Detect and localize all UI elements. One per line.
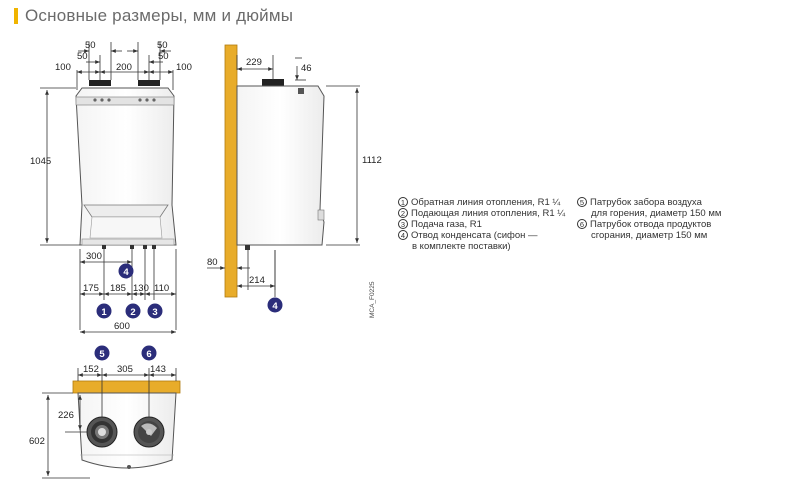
dim-front-bottom-110: 110	[154, 283, 169, 294]
dim-top-152: 152	[83, 364, 99, 375]
dim-top-depth-226: 226	[58, 410, 74, 421]
dim-front-top-100-right: 100	[176, 62, 192, 73]
side-top-pipe	[262, 79, 284, 86]
drawing-code: MCA_F0225	[369, 281, 376, 318]
legend-text-6a: Патрубок отвода продуктов	[590, 219, 712, 230]
front-top-pipe-left	[89, 80, 111, 86]
dim-front-top-50-b: 50	[77, 51, 88, 62]
dim-side-wall-offset: 80	[207, 257, 218, 268]
dim-side-bottom-depth: 214	[249, 275, 265, 286]
legend-item-6: 6 Патрубок отвода продуктов	[577, 219, 721, 230]
legend-item-4: 4 Отвод конденсата (сифон —	[398, 230, 565, 241]
legend-right: 5 Патрубок забора воздуха для горения, д…	[577, 197, 721, 241]
legend-item-5: 5 Патрубок забора воздуха	[577, 197, 721, 208]
dim-front-bottom-175: 175	[83, 283, 99, 294]
dim-front-bottom-300: 300	[86, 251, 102, 262]
svg-text:1: 1	[101, 307, 107, 318]
dim-front-height: 1045	[30, 156, 51, 167]
dim-front-top-50-c: 50	[157, 40, 168, 51]
legend-num-1: 1	[398, 197, 408, 207]
legend-left: 1 Обратная линия отопления, R1 ¼ 2 Подаю…	[398, 197, 565, 252]
legend-num-2: 2	[398, 208, 408, 218]
svg-text:3: 3	[152, 307, 157, 318]
dim-front-bottom-185: 185	[110, 283, 126, 294]
side-boiler-body	[236, 85, 325, 246]
svg-text:4: 4	[123, 267, 129, 278]
dim-top-total-602: 602	[29, 436, 45, 447]
front-marker-2: 2	[125, 303, 141, 319]
front-marker-1: 1	[96, 303, 112, 319]
top-marker-5: 5	[94, 345, 110, 361]
legend-item-1: 1 Обратная линия отопления, R1 ¼	[398, 197, 565, 208]
legend-text-3: Подача газа, R1	[411, 219, 482, 230]
top-view: 152 305 143 226 602 5 6	[29, 345, 181, 479]
svg-text:6: 6	[146, 349, 151, 360]
front-top-pipe-right	[138, 80, 160, 86]
svg-text:4: 4	[272, 301, 278, 312]
legend-text-4a: Отвод конденсата (сифон —	[411, 230, 538, 241]
side-view: 229 46 1112 80 214 4	[207, 44, 382, 313]
legend-item-3: 3 Подача газа, R1	[398, 219, 565, 230]
svg-text:5: 5	[99, 349, 105, 360]
svg-text:2: 2	[130, 307, 135, 318]
side-marker-4: 4	[267, 297, 283, 313]
legend-num-6: 6	[577, 219, 587, 229]
legend-text-6b: сгорания, диаметр 150 мм	[591, 230, 708, 241]
dim-side-height: 1112	[362, 155, 382, 166]
wall	[224, 44, 238, 298]
top-marker-6: 6	[141, 345, 157, 361]
top-boiler-body	[77, 392, 177, 469]
legend-num-5: 5	[577, 197, 587, 207]
legend-text-1: Обратная линия отопления, R1 ¼	[411, 197, 561, 208]
legend-text-5b: для горения, диаметр 150 мм	[591, 208, 722, 219]
dim-top-143: 143	[150, 364, 166, 375]
page-title-text: Основные размеры, мм и дюймы	[25, 6, 294, 25]
top-air-intake	[86, 416, 118, 448]
legend-text-4b: в комплекте поставки)	[412, 241, 511, 252]
dim-front-bottom-130: 130	[133, 283, 149, 294]
front-marker-3: 3	[147, 303, 163, 319]
top-wall	[72, 380, 181, 394]
legend-num-3: 3	[398, 219, 408, 229]
legend-text-5a: Патрубок забора воздуха	[590, 197, 702, 208]
front-view: 50 50 50 50 100 200 100 1045	[30, 40, 192, 334]
dim-front-top-200: 200	[116, 62, 132, 73]
dim-top-305: 305	[117, 364, 133, 375]
top-flue-outlet	[133, 416, 165, 448]
dim-front-top-100-left: 100	[55, 62, 71, 73]
front-marker-4: 4	[118, 263, 134, 279]
page-title: Основные размеры, мм и дюймы	[14, 6, 293, 26]
dim-side-depth: 229	[246, 57, 262, 68]
legend-item-2: 2 Подающая линия отопления, R1 ¼	[398, 208, 565, 219]
dim-side-top-offset: 46	[301, 63, 312, 74]
legend-num-4: 4	[398, 230, 408, 240]
legend-text-2: Подающая линия отопления, R1 ¼	[411, 208, 566, 219]
dim-front-top-50-a: 50	[85, 40, 96, 51]
dim-front-top-50-d: 50	[158, 51, 169, 62]
title-accent-bar	[14, 8, 18, 24]
dim-front-width-600: 600	[114, 321, 130, 332]
